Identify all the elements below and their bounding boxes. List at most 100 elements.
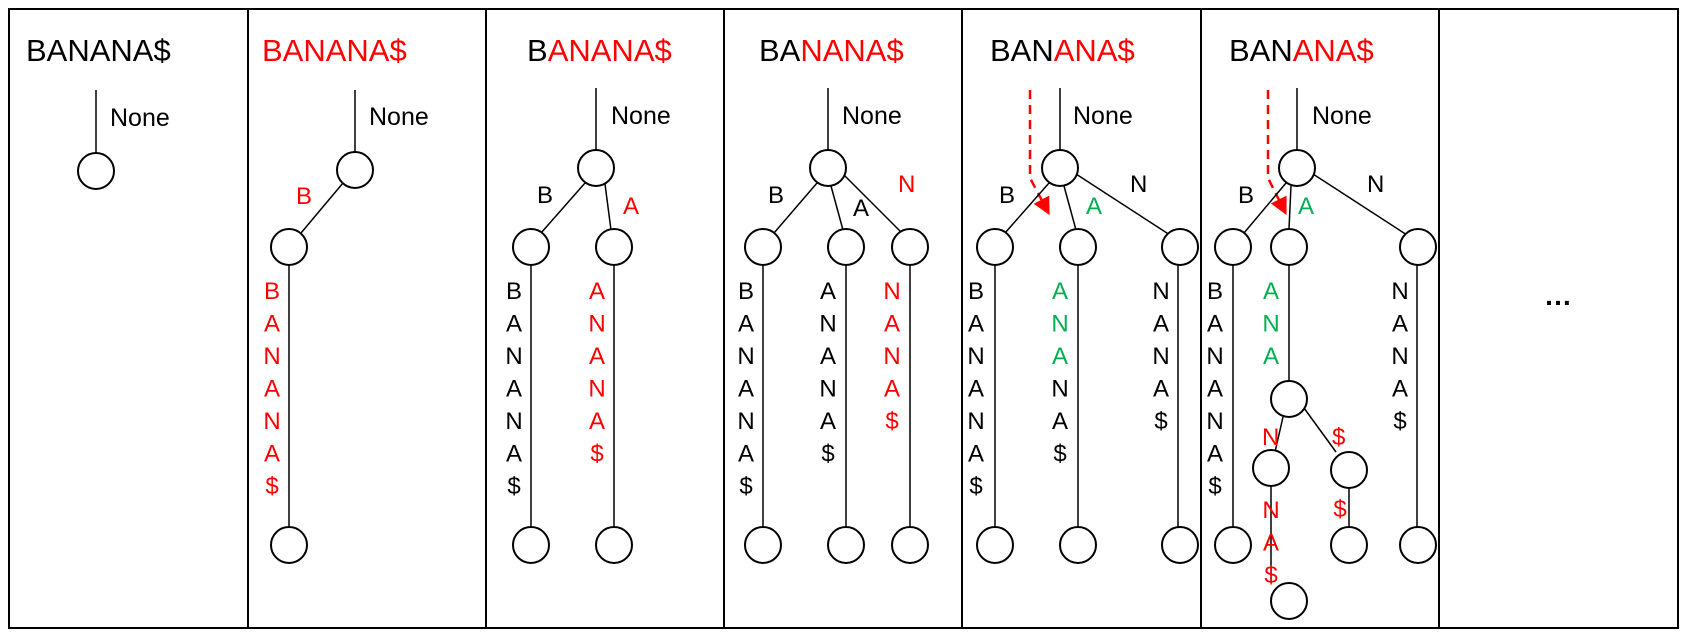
edge-char: $ bbox=[1053, 441, 1066, 468]
edge-char: A bbox=[506, 441, 522, 468]
edge-char: A bbox=[1153, 376, 1169, 403]
edge-char: N bbox=[967, 408, 984, 435]
tree-edge bbox=[1288, 185, 1292, 230]
panel-header: BANANA$ bbox=[1229, 33, 1374, 68]
edge-char: N bbox=[819, 376, 836, 403]
edge-chars: BANANA$ bbox=[737, 278, 754, 500]
edge-chars: BANANA$ bbox=[967, 278, 984, 500]
edge-char: A bbox=[506, 376, 522, 403]
header-segment: BANANA$ bbox=[26, 33, 171, 68]
tree-node bbox=[270, 228, 308, 266]
panel-3: BANANA$ None B A BANANA$ ANANA$ bbox=[505, 33, 672, 564]
edge-char: $ bbox=[590, 441, 603, 468]
edge-char: $ bbox=[1264, 562, 1277, 589]
edge-char: N bbox=[588, 311, 605, 338]
none-label: None bbox=[1073, 102, 1133, 130]
edge-char: A bbox=[1263, 530, 1279, 557]
edge-char: A bbox=[1052, 343, 1068, 370]
edge-char: A bbox=[589, 343, 605, 370]
tree-edge bbox=[1312, 173, 1408, 236]
edge-char: B bbox=[1207, 278, 1223, 305]
edge-char: N bbox=[737, 343, 754, 370]
edge-label: N bbox=[1262, 424, 1279, 451]
edge-chars: ANANA$ bbox=[819, 278, 836, 468]
edge-char: N bbox=[1262, 311, 1279, 338]
root-node bbox=[577, 149, 615, 187]
panel-header: BANANA$ bbox=[26, 33, 171, 68]
header-segment: BA bbox=[759, 33, 801, 68]
tree-node bbox=[1330, 451, 1368, 489]
edge-char: N bbox=[1206, 408, 1223, 435]
edge-char: A bbox=[1207, 311, 1223, 338]
edge-char: $ bbox=[1208, 473, 1221, 500]
edge-char: N bbox=[1051, 311, 1068, 338]
edge-char: A bbox=[506, 311, 522, 338]
panel-header: BANANA$ bbox=[990, 33, 1135, 68]
edge-label: B bbox=[296, 183, 312, 210]
leaf-node bbox=[891, 526, 929, 564]
none-label: None bbox=[1312, 102, 1372, 130]
panel-2: BANANA$ None B BANANA$ bbox=[262, 33, 429, 564]
leaf-node bbox=[1399, 526, 1437, 564]
tree-edge bbox=[1274, 416, 1284, 453]
leaf-node bbox=[1059, 526, 1097, 564]
none-label: None bbox=[842, 102, 902, 130]
tree-node bbox=[595, 228, 633, 266]
edge-char: A bbox=[820, 278, 836, 305]
edge-char: A bbox=[884, 376, 900, 403]
leaf-node bbox=[976, 526, 1014, 564]
tree-node bbox=[1161, 228, 1199, 266]
edge-label: B bbox=[768, 182, 784, 209]
tree-edge bbox=[300, 182, 344, 234]
edge-char: $ bbox=[969, 473, 982, 500]
edge-char: N bbox=[1152, 343, 1169, 370]
edge-chars: BANANA$ bbox=[1206, 278, 1223, 500]
traversal-arrow bbox=[1266, 90, 1287, 216]
root-node bbox=[809, 149, 847, 187]
edge-char: A bbox=[820, 408, 836, 435]
edge-char: A bbox=[738, 311, 754, 338]
edge-chars: BANANA$ bbox=[263, 278, 280, 500]
tree-edge bbox=[1004, 182, 1050, 234]
edge-char: A bbox=[1263, 278, 1279, 305]
leaf-node bbox=[827, 526, 865, 564]
tree-edge bbox=[604, 183, 612, 231]
continuation-ellipsis: … bbox=[1544, 280, 1572, 311]
edge-char: N bbox=[1262, 497, 1279, 524]
edge-chars: NA $ bbox=[1262, 497, 1279, 589]
edge-char: A bbox=[264, 376, 280, 403]
edge-char: N bbox=[1206, 343, 1223, 370]
edge-chars: BANANA$ bbox=[505, 278, 522, 500]
tree-node bbox=[827, 228, 865, 266]
edge-label: $ bbox=[1332, 424, 1345, 451]
edge-char: B bbox=[264, 278, 280, 305]
tree-node bbox=[1399, 228, 1437, 266]
edge-chars: $ bbox=[1333, 496, 1346, 523]
edge-label: A bbox=[623, 193, 639, 220]
edge-char: N bbox=[1051, 376, 1068, 403]
tree-node bbox=[1214, 228, 1252, 266]
edge-char: $ bbox=[1393, 408, 1406, 435]
edge-char: N bbox=[1152, 278, 1169, 305]
edge-char: N bbox=[588, 376, 605, 403]
edge-label: B bbox=[999, 182, 1015, 209]
leaf-node bbox=[1214, 526, 1252, 564]
tree-edge bbox=[830, 185, 844, 231]
root-node bbox=[1278, 149, 1316, 187]
tree-node bbox=[1252, 449, 1290, 487]
header-segment: BANANA$ bbox=[262, 33, 407, 68]
none-label: None bbox=[611, 102, 671, 130]
edge-char: A bbox=[968, 376, 984, 403]
outer-border bbox=[8, 8, 1679, 629]
tree-node bbox=[891, 228, 929, 266]
edge-char: A bbox=[1392, 376, 1408, 403]
root-node bbox=[336, 151, 374, 189]
edge-label: A bbox=[853, 195, 869, 222]
edge-char: A bbox=[1052, 278, 1068, 305]
edge-char: A bbox=[820, 343, 836, 370]
edge-char: A bbox=[1207, 376, 1223, 403]
tree-node bbox=[1059, 228, 1097, 266]
edge-char: N bbox=[883, 343, 900, 370]
tree-edge bbox=[773, 182, 818, 234]
